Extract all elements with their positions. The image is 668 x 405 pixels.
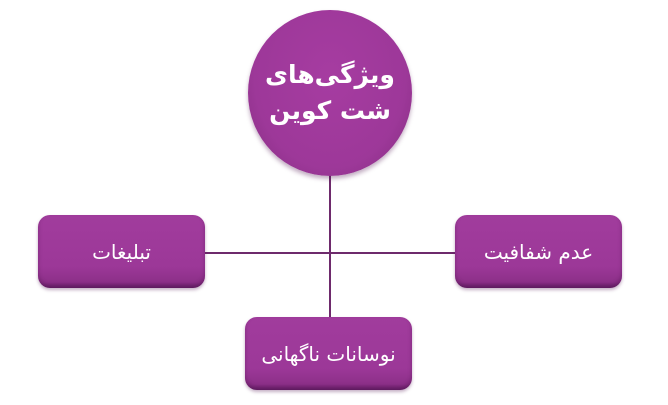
node-advertising: تبلیغات — [38, 215, 205, 288]
horizontal-connector-line — [205, 252, 457, 254]
node-advertising-label: تبلیغات — [92, 239, 151, 264]
central-topic-line-2: شت کوین — [269, 96, 391, 125]
vertical-connector-line — [329, 172, 331, 318]
node-sudden-volatility: نوسانات ناگهانی — [245, 317, 412, 390]
node-lack-of-transparency: عدم شفافیت — [455, 215, 622, 288]
node-sudden-volatility-label: نوسانات ناگهانی — [261, 341, 396, 366]
node-lack-of-transparency-label: عدم شفافیت — [483, 239, 594, 264]
central-topic-circle: ویژگی‌های شت کوین — [248, 10, 412, 176]
central-topic-line-1: ویژگی‌های — [265, 60, 395, 89]
